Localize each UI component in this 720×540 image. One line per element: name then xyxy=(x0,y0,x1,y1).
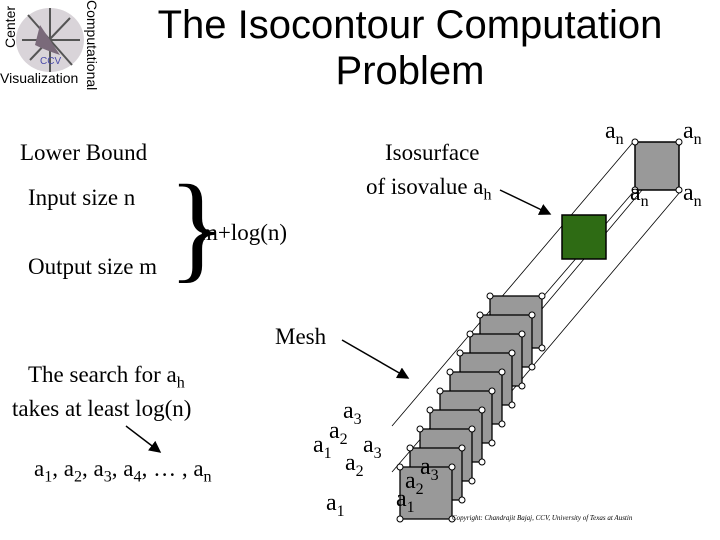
cell-stack xyxy=(396,292,546,523)
isosurface-label: Isosurface xyxy=(385,140,480,165)
vertex-dot xyxy=(675,186,683,194)
vertex-dot xyxy=(478,458,486,466)
value-sequence: a1, a2, a3, a4, … , an xyxy=(34,456,212,486)
vertex-dot xyxy=(406,444,414,452)
search-note-line2: takes at least log(n) xyxy=(12,396,192,421)
corner-label-a1: a1 xyxy=(326,490,345,520)
mesh-cell xyxy=(399,466,453,520)
corner-label-an: an xyxy=(683,118,702,148)
mesh-label: Mesh xyxy=(275,324,327,349)
output-size-label: Output size m xyxy=(28,254,158,279)
corner-label-a2: a2 xyxy=(405,468,424,498)
logo-visualization-text: Visualization xyxy=(0,70,79,86)
isosurface-cell xyxy=(561,214,607,260)
corner-label-an: an xyxy=(630,180,649,210)
vertex-dot xyxy=(488,439,496,447)
isovalue-label: of isovalue ah xyxy=(366,174,492,204)
vertex-dot xyxy=(468,477,476,485)
vertex-dot xyxy=(448,515,456,523)
corner-label-an: an xyxy=(683,180,702,210)
vertex-dot xyxy=(518,330,526,338)
logo-graphic xyxy=(16,8,84,72)
vertex-dot xyxy=(456,349,464,357)
vertex-dot xyxy=(488,387,496,395)
corner-label-a3: a3 xyxy=(420,454,439,484)
corner-label-a1: a1 xyxy=(313,432,332,462)
vertex-dot xyxy=(448,463,456,471)
vertex-dot xyxy=(436,387,444,395)
vertex-dot xyxy=(416,425,424,433)
vertex-dot xyxy=(396,463,404,471)
vertex-dot xyxy=(538,292,546,300)
vertex-dot xyxy=(538,344,546,352)
corner-label-a2: a2 xyxy=(345,450,364,480)
vertex-dot xyxy=(468,425,476,433)
input-size-label: Input size n xyxy=(28,185,136,210)
complexity-label: m+log(n) xyxy=(200,220,288,245)
vertex-dot xyxy=(498,368,506,376)
vertex-dot xyxy=(675,138,683,146)
guide-line xyxy=(391,139,636,427)
mesh-arrow xyxy=(341,339,410,379)
vertex-dot xyxy=(458,496,466,504)
corner-label-an: an xyxy=(605,118,624,148)
vertex-dot xyxy=(631,138,639,146)
vertex-dot xyxy=(426,406,434,414)
vertex-dot xyxy=(486,292,494,300)
vertex-dot xyxy=(518,382,526,390)
brace-symbol: } xyxy=(168,160,226,293)
vertex-dot xyxy=(466,330,474,338)
lower-bound-heading: Lower Bound xyxy=(20,140,148,165)
vertex-dot xyxy=(508,349,516,357)
vertex-dot xyxy=(476,311,484,319)
vertex-dot xyxy=(528,311,536,319)
logo-ccv-text: CCV xyxy=(40,56,62,67)
vertex-dot xyxy=(446,368,454,376)
vertex-dot xyxy=(458,444,466,452)
slide-title: The Isocontour Computation Problem xyxy=(157,3,663,93)
ccv-logo: Center Computational Visualization CCV xyxy=(0,0,100,100)
corner-label-a3: a3 xyxy=(343,398,362,428)
corner-label-a2: a2 xyxy=(329,418,348,448)
vertex-dot xyxy=(508,401,516,409)
corner-label-a1: a1 xyxy=(396,486,415,516)
search-arrow xyxy=(125,425,162,453)
vertex-dot xyxy=(396,515,404,523)
vertex-dot xyxy=(631,186,639,194)
vertex-dot xyxy=(528,363,536,371)
search-note-line1: The search for ah xyxy=(28,362,185,392)
corner-label-a3: a3 xyxy=(363,432,382,462)
top-cell xyxy=(634,141,680,191)
isosurface-arrow xyxy=(499,189,552,215)
vertex-dot xyxy=(478,406,486,414)
copyright-text: Copyright: Chandrajit Bajaj, CCV, Univer… xyxy=(452,514,633,522)
vertex-dot xyxy=(498,420,506,428)
